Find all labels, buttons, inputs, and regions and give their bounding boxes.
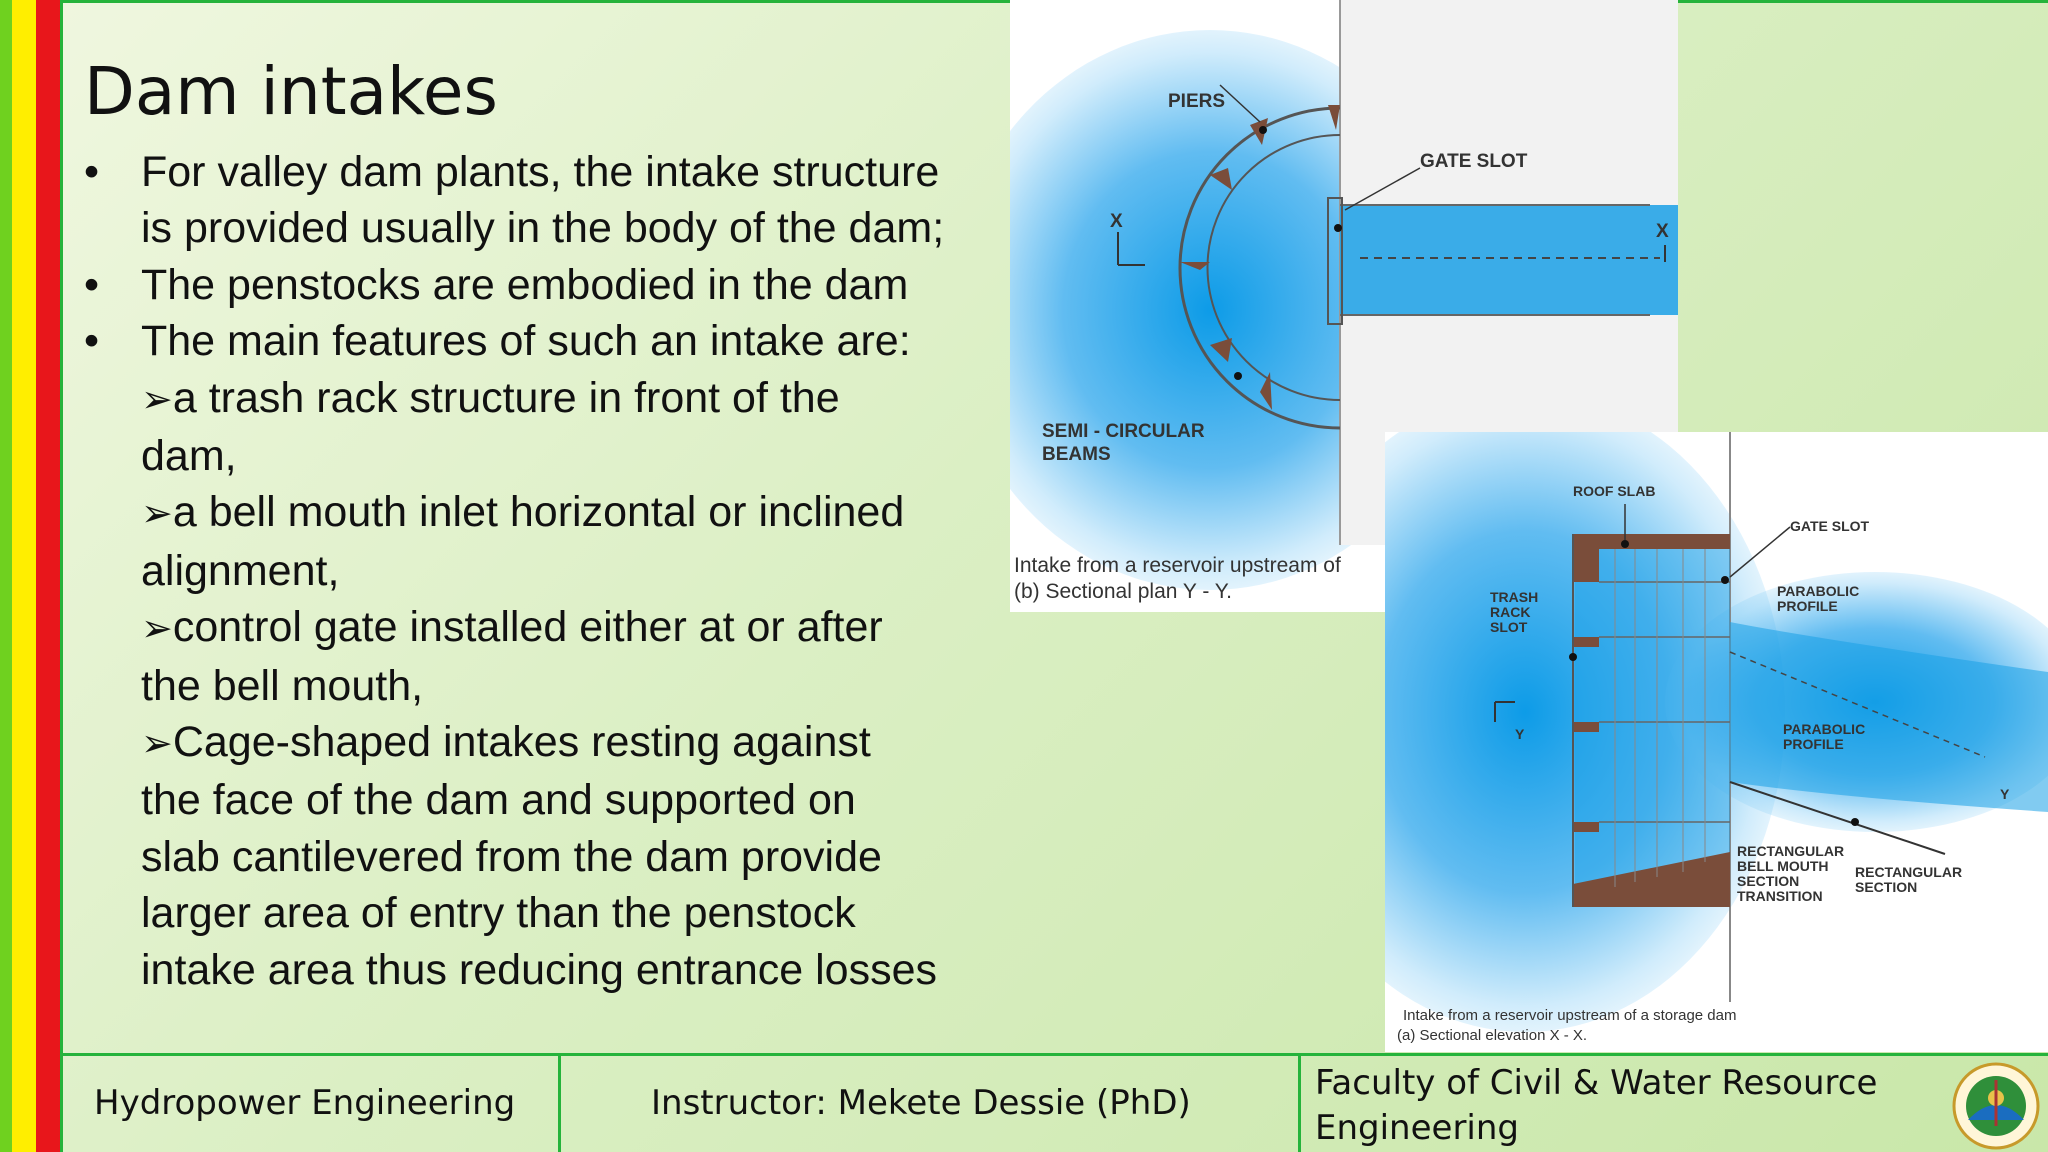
feature-line: the face of the dam and supported on: [141, 776, 856, 825]
left-yellow-stripe: [12, 0, 36, 1152]
label-rect-bell-mouth: SECTION: [1737, 873, 1800, 889]
label-rect-bell-mouth: RECTANGULAR: [1737, 843, 1845, 859]
arrow-bullet-icon: ➢: [141, 493, 173, 536]
arrow-bullet-icon: ➢: [141, 723, 173, 766]
label-trash-rack-slot: SLOT: [1490, 619, 1528, 635]
left-red-stripe: [36, 0, 60, 1152]
bullet-line: For valley dam plants, the intake struct…: [141, 148, 940, 196]
bullet-item: • The penstocks are embodied in the dam: [84, 257, 1014, 313]
bullet-dot: •: [84, 260, 100, 309]
footer-faculty: Faculty of Civil & Water Resource: [1315, 1063, 1878, 1103]
label-y-left: Y: [1515, 726, 1525, 742]
label-rect-section: RECTANGULAR: [1855, 864, 1963, 880]
bullet-line: is provided usually in the body of the d…: [141, 204, 945, 253]
figure-caption: Intake from a reservoir upstream of a st…: [1403, 1007, 1737, 1024]
figure-caption: (a) Sectional elevation X - X.: [1397, 1027, 1588, 1044]
footer-course: Hydropower Engineering: [94, 1083, 516, 1123]
footer-divider: [1298, 1056, 1301, 1152]
bullet-item: • For valley dam plants, the intake stru…: [84, 144, 1014, 257]
label-parabolic-profile: PROFILE: [1783, 736, 1844, 752]
feature-item: ➢Cage-shaped intakes resting against the…: [84, 714, 1014, 998]
label-parabolic-profile: PARABOLIC: [1783, 721, 1866, 737]
bullet-item: • The main features of such an intake ar…: [84, 313, 1014, 369]
label-beams: BEAMS: [1042, 444, 1111, 465]
feature-item: ➢a bell mouth inlet horizontal or inclin…: [84, 484, 1014, 599]
slide-footer: Hydropower Engineering Instructor: Meket…: [60, 1053, 2048, 1152]
figure-sectional-elevation: ROOF SLAB GATE SLOT PARABOLIC PROFILE TR…: [1385, 432, 2048, 1052]
bullet-line: The main features of such an intake are:: [141, 317, 911, 366]
label-gate-slot: GATE SLOT: [1790, 518, 1870, 534]
arrow-bullet-icon: ➢: [141, 378, 173, 421]
left-border-line: [60, 0, 63, 1152]
label-rect-bell-mouth: BELL MOUTH: [1737, 858, 1829, 874]
label-y-right: Y: [2000, 786, 2010, 802]
feature-line: dam,: [141, 432, 237, 481]
university-logo-icon: [1952, 1062, 2040, 1150]
feature-line: Cage-shaped intakes resting against: [172, 718, 871, 767]
footer-top-line: [60, 1053, 2048, 1056]
bullet-dot: •: [84, 148, 100, 196]
feature-line: control gate installed either at or afte…: [172, 603, 883, 652]
feature-line: the bell mouth,: [141, 661, 424, 710]
bullet-line: The penstocks are embodied in the dam: [141, 260, 909, 309]
label-x-left: X: [1110, 211, 1123, 232]
label-rect-bell-mouth: TRANSITION: [1737, 888, 1823, 904]
feature-line: a bell mouth inlet horizontal or incline…: [172, 488, 905, 537]
feature-line: larger area of entry than the penstock: [141, 889, 856, 938]
arrow-bullet-icon: ➢: [141, 608, 173, 651]
feature-item: ➢control gate installed either at or aft…: [84, 599, 1014, 714]
label-trash-rack-slot: RACK: [1490, 604, 1531, 620]
feature-line: slab cantilevered from the dam provide: [141, 832, 882, 881]
figure-caption: Intake from a reservoir upstream of: [1014, 554, 1341, 577]
label-trash-rack-slot: TRASH: [1490, 589, 1539, 605]
slide-title: Dam intakes: [84, 53, 498, 130]
figure-caption: (b) Sectional plan Y - Y.: [1014, 580, 1232, 603]
footer-divider: [558, 1056, 561, 1152]
label-rect-section: SECTION: [1855, 879, 1918, 895]
label-x-right: X: [1656, 221, 1669, 242]
label-gate-slot: GATE SLOT: [1420, 151, 1528, 172]
footer-instructor: Instructor: Mekete Dessie (PhD): [651, 1083, 1191, 1123]
feature-line: alignment,: [141, 546, 340, 595]
label-piers: PIERS: [1168, 91, 1226, 112]
feature-item: ➢a trash rack structure in front of the …: [84, 370, 1014, 485]
feature-line: a trash rack structure in front of the: [172, 373, 840, 422]
sectional-elevation-drawing: [1494, 432, 2048, 1002]
label-semi-circular: SEMI - CIRCULAR: [1042, 421, 1205, 442]
bullet-dot: •: [84, 317, 100, 366]
feature-line: intake area thus reducing entrance losse…: [141, 945, 937, 994]
label-roof-slab: ROOF SLAB: [1573, 483, 1656, 499]
footer-faculty: Engineering: [1315, 1108, 1519, 1148]
left-green-stripe: [0, 0, 12, 1152]
label-parabolic-profile: PARABOLIC: [1777, 583, 1860, 599]
slide-body: • For valley dam plants, the intake stru…: [84, 144, 1014, 998]
label-parabolic-profile: PROFILE: [1777, 598, 1838, 614]
